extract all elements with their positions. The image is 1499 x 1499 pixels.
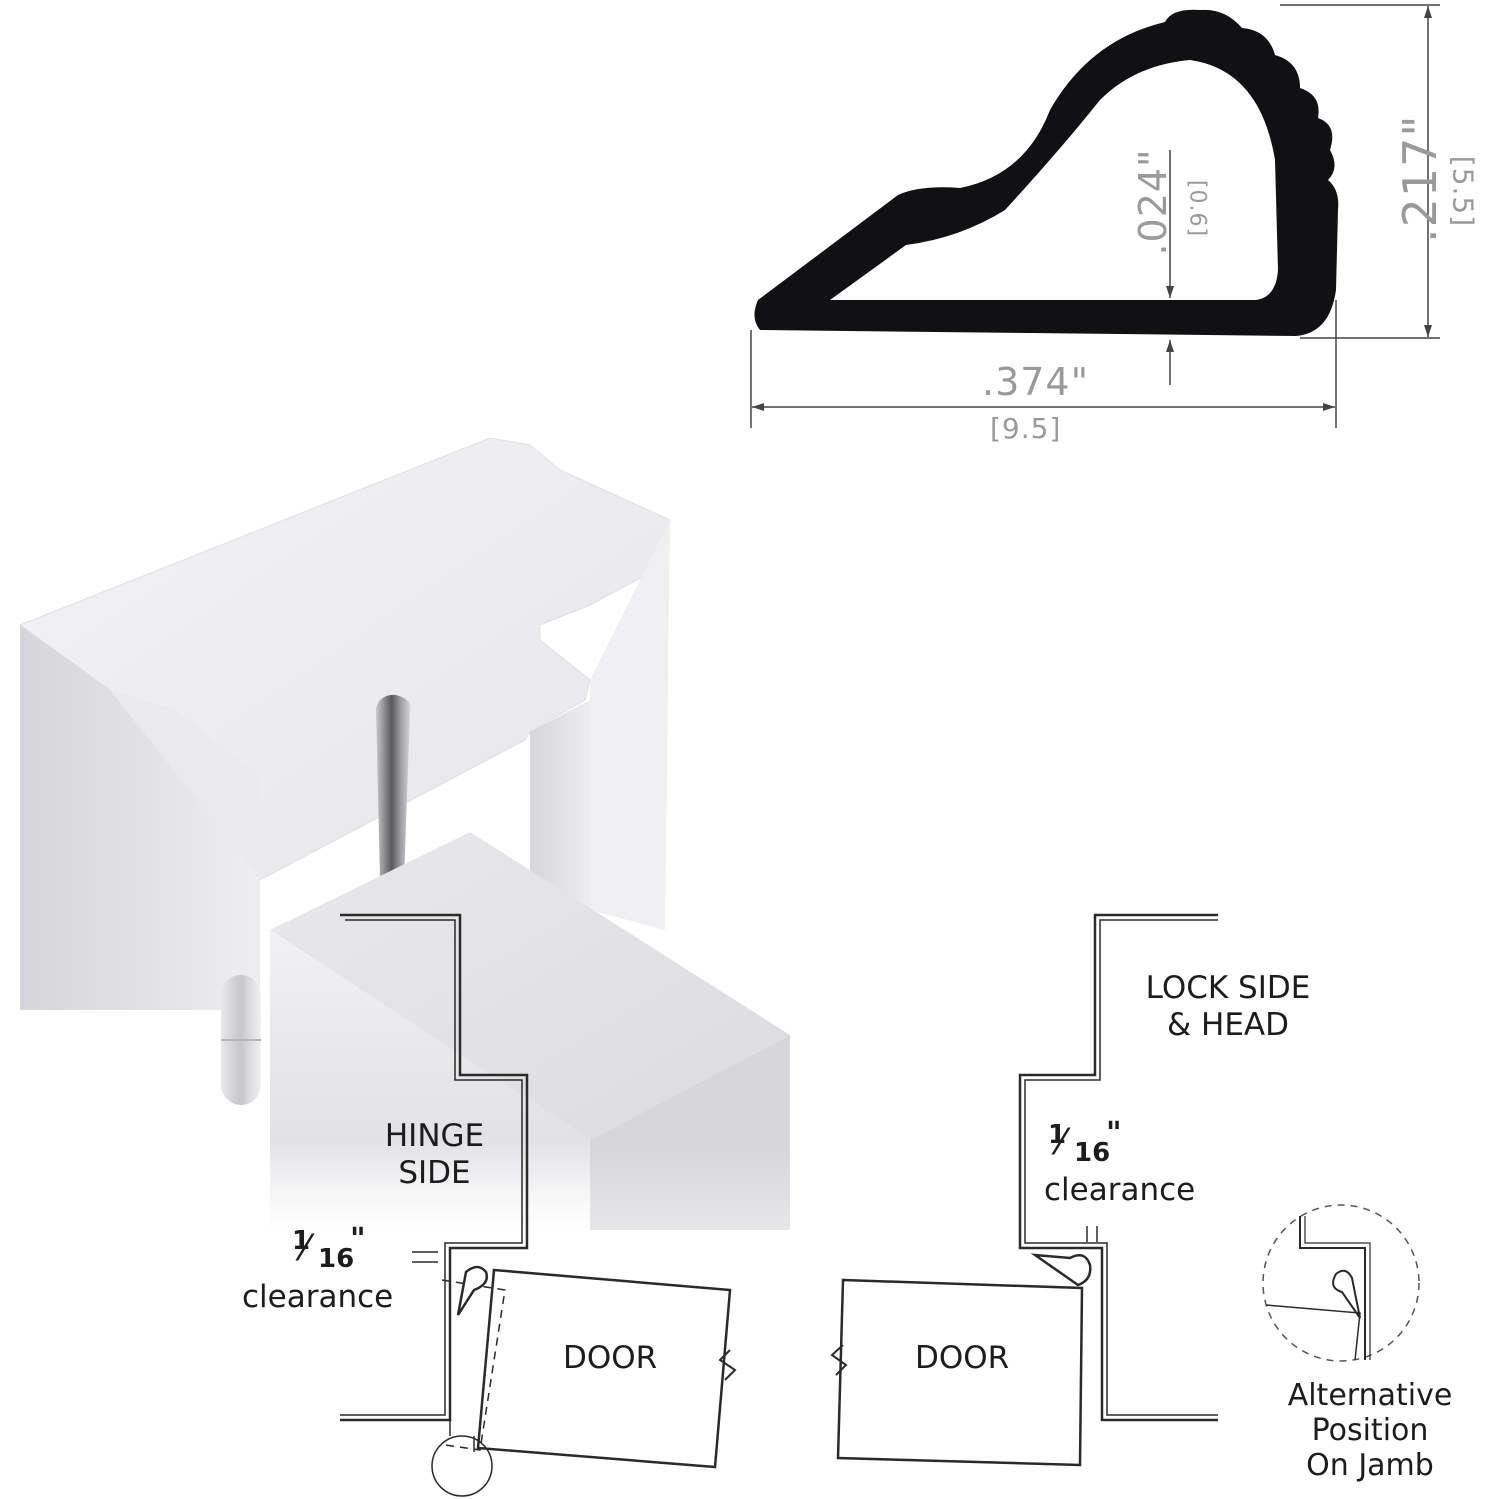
width-inch-label: .374" — [982, 360, 1090, 404]
lock-fraction-num: 1 — [1048, 1120, 1067, 1150]
fraction-slash: ⁄ — [302, 1228, 309, 1269]
lock-seal — [1030, 1253, 1092, 1287]
hinge-door-label: DOOR — [563, 1340, 658, 1376]
hinge-fraction-den: 16 — [318, 1244, 355, 1274]
hinge-inch-mark: " — [350, 1222, 366, 1257]
wall-mm-label: [0.6] — [1184, 179, 1210, 238]
alternative-caption: Alternative Position On Jamb — [1270, 1378, 1470, 1483]
lock-door-label: DOOR — [915, 1340, 1010, 1376]
hinge-side-schematic — [340, 913, 737, 1497]
lock-side-schematic — [830, 913, 1218, 1467]
lock-clearance-word: clearance — [1044, 1172, 1196, 1208]
fraction-slash: ⁄ — [1058, 1122, 1065, 1163]
height-inch-label: .217" — [1393, 114, 1447, 243]
lock-fraction-den: 16 — [1074, 1138, 1111, 1168]
frame-right-face — [590, 520, 670, 930]
lock-side-line1: LOCK SIDE — [1145, 970, 1311, 1006]
seal-profile — [750, 4, 1440, 428]
seal-profile-shape — [754, 9, 1339, 336]
hinge-knuckle — [431, 1435, 493, 1497]
lock-clearance-fraction: 1 ⁄ 16 " — [1048, 1116, 1138, 1170]
lock-side-label: LOCK SIDE & HEAD — [1138, 970, 1318, 1044]
detail-seal — [1332, 1269, 1361, 1319]
hinge-clearance-fraction: 1 ⁄ 16 " — [292, 1222, 382, 1276]
hinge-jamb-line — [340, 913, 529, 1422]
lock-jamb-line — [1018, 913, 1218, 1422]
hinge-door — [476, 1268, 732, 1469]
hinge-side-label: HINGE SIDE — [372, 1118, 497, 1192]
hinge-seal — [456, 1265, 488, 1316]
seal-bulb-3d — [376, 694, 411, 880]
alternative-line1: Alternative — [1287, 1378, 1453, 1413]
alternative-line2: Position — [1311, 1413, 1429, 1449]
frame-left-face — [20, 625, 260, 1010]
height-mm-label: [5.5] — [1446, 155, 1480, 228]
wall-inch-label: .024" — [1131, 148, 1175, 256]
hinge-side-line1: HINGE — [384, 1118, 485, 1154]
alternative-line3: On Jamb — [1306, 1448, 1434, 1484]
door-top-face — [270, 832, 790, 1140]
lock-door — [836, 1278, 1084, 1467]
hinge-side-line2: SIDE — [398, 1155, 471, 1192]
alternative-detail — [1262, 1204, 1420, 1362]
hinge-fraction-num: 1 — [292, 1226, 311, 1256]
lock-inch-mark: " — [1106, 1116, 1122, 1151]
detail-circle — [1262, 1204, 1420, 1362]
hinge-clearance-word: clearance — [242, 1279, 394, 1315]
lock-side-line2: & HEAD — [1166, 1007, 1289, 1044]
frame-stop-face — [530, 700, 590, 920]
width-mm-label: [9.5] — [990, 412, 1062, 445]
frame-rabbet-face — [110, 690, 260, 880]
frame-illustration — [0, 437, 800, 1350]
